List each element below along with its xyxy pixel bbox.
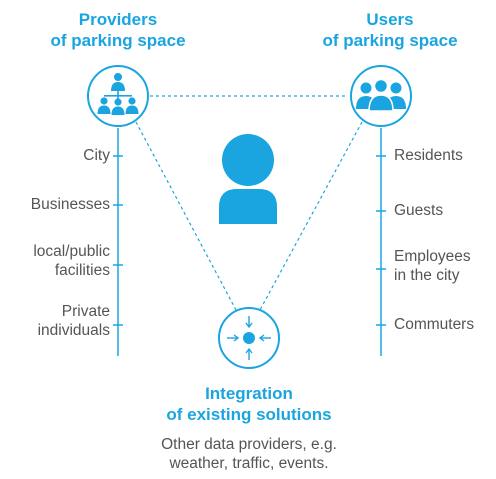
users-title-line1: Users — [366, 10, 414, 29]
provider-label-private: Private individuals — [37, 303, 110, 339]
user-label-employees: Employees in the city — [394, 248, 471, 284]
person-icon — [219, 134, 277, 224]
integration-note-line2: weather, traffic, events. — [169, 455, 329, 472]
provider-label-city: City — [83, 147, 110, 164]
integration-title: Integration of existing solutions — [99, 383, 399, 425]
integration-note-line1: Other data providers, e.g. — [161, 436, 337, 453]
users-axis — [376, 128, 386, 356]
providers-title-line1: Providers — [78, 10, 158, 29]
providers-title-line2: of parking space — [50, 31, 186, 50]
providers-axis — [113, 128, 123, 356]
user-label-guests: Guests — [394, 202, 444, 219]
providers-title: Providers of parking space — [18, 9, 218, 51]
user-label-residents: Residents — [394, 147, 463, 164]
integration-title-line1: Integration — [205, 384, 293, 403]
users-title-line2: of parking space — [322, 31, 458, 50]
hierarchy-org-chart-icon — [97, 73, 139, 115]
provider-label-businesses: Businesses — [30, 196, 110, 213]
users-title: Users of parking space — [290, 9, 490, 51]
group-of-people-icon — [356, 78, 406, 112]
integration-note: Other data providers, e.g. weather, traf… — [99, 435, 399, 473]
converging-arrows-icon — [227, 316, 271, 360]
integration-title-line2: of existing solutions — [166, 405, 332, 424]
user-label-commuters: Commuters — [394, 316, 475, 333]
provider-label-facilities: local/public facilities — [33, 243, 110, 279]
